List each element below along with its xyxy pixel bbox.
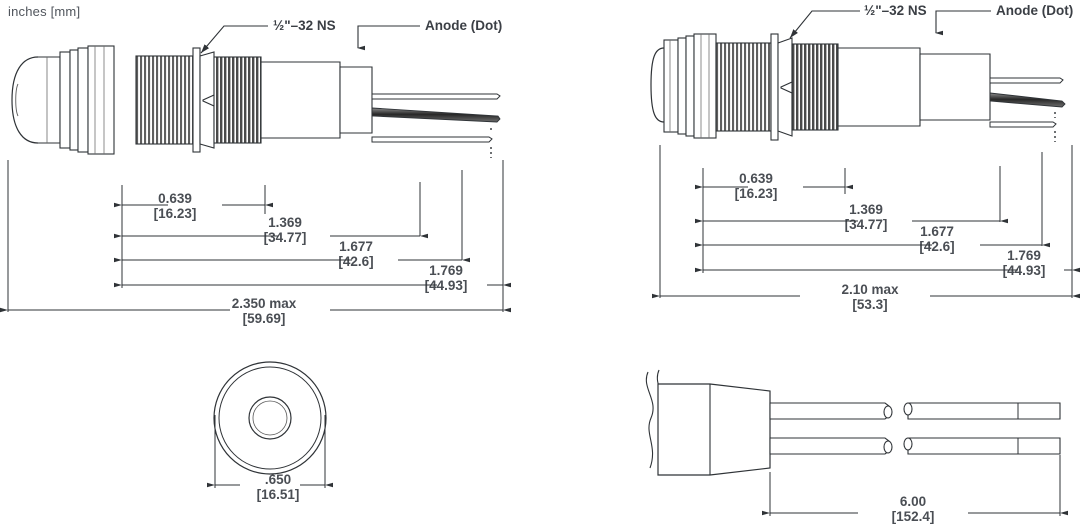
left-device-assembly (11, 25, 501, 158)
dimension-text-left-2350max: 2.350 max [59.69] (231, 296, 297, 326)
dimension-text-right-1677: 1.677 [42.6] (919, 224, 955, 254)
thread-spec-label-left: ½"–32 NS (273, 18, 336, 33)
dimension-text-lead-600: 6.00 [152.4] (891, 494, 935, 524)
dimension-text-left-1769: 1.769 [44.93] (424, 263, 468, 293)
right-view-dimension-lines (652, 145, 1080, 299)
dimension-text-right-0639: 0.639 [16.23] (734, 171, 778, 201)
lead-detail-dimension-lines (762, 455, 1068, 516)
units-note: inches [mm] (8, 4, 81, 19)
front-view-geometry (213, 361, 327, 475)
thread-spec-label-right: ½"–32 NS (864, 3, 927, 18)
right-device-assembly (650, 10, 1066, 142)
dimension-text-right-1769: 1.769 [44.93] (1002, 248, 1046, 278)
dimension-text-left-1369: 1.369 [34.77] (263, 215, 307, 245)
dimension-text-left-0639: 0.639 [16.23] (153, 191, 197, 221)
anode-label-right: Anode (Dot) (996, 3, 1074, 18)
dimension-text-left-1677: 1.677 [42.6] (338, 239, 374, 269)
left-device-leads (371, 93, 501, 158)
left-view-dimension-lines (0, 160, 511, 313)
dimension-text-front-0650: .650 [16.51] (256, 472, 300, 502)
anode-label-left: Anode (Dot) (425, 18, 503, 33)
lead-detail-geometry (645, 369, 1061, 476)
right-device-leads (989, 77, 1066, 142)
dimension-text-right-210max: 2.10 max [53.3] (841, 282, 899, 312)
front-view-dimension-lines (207, 415, 333, 488)
